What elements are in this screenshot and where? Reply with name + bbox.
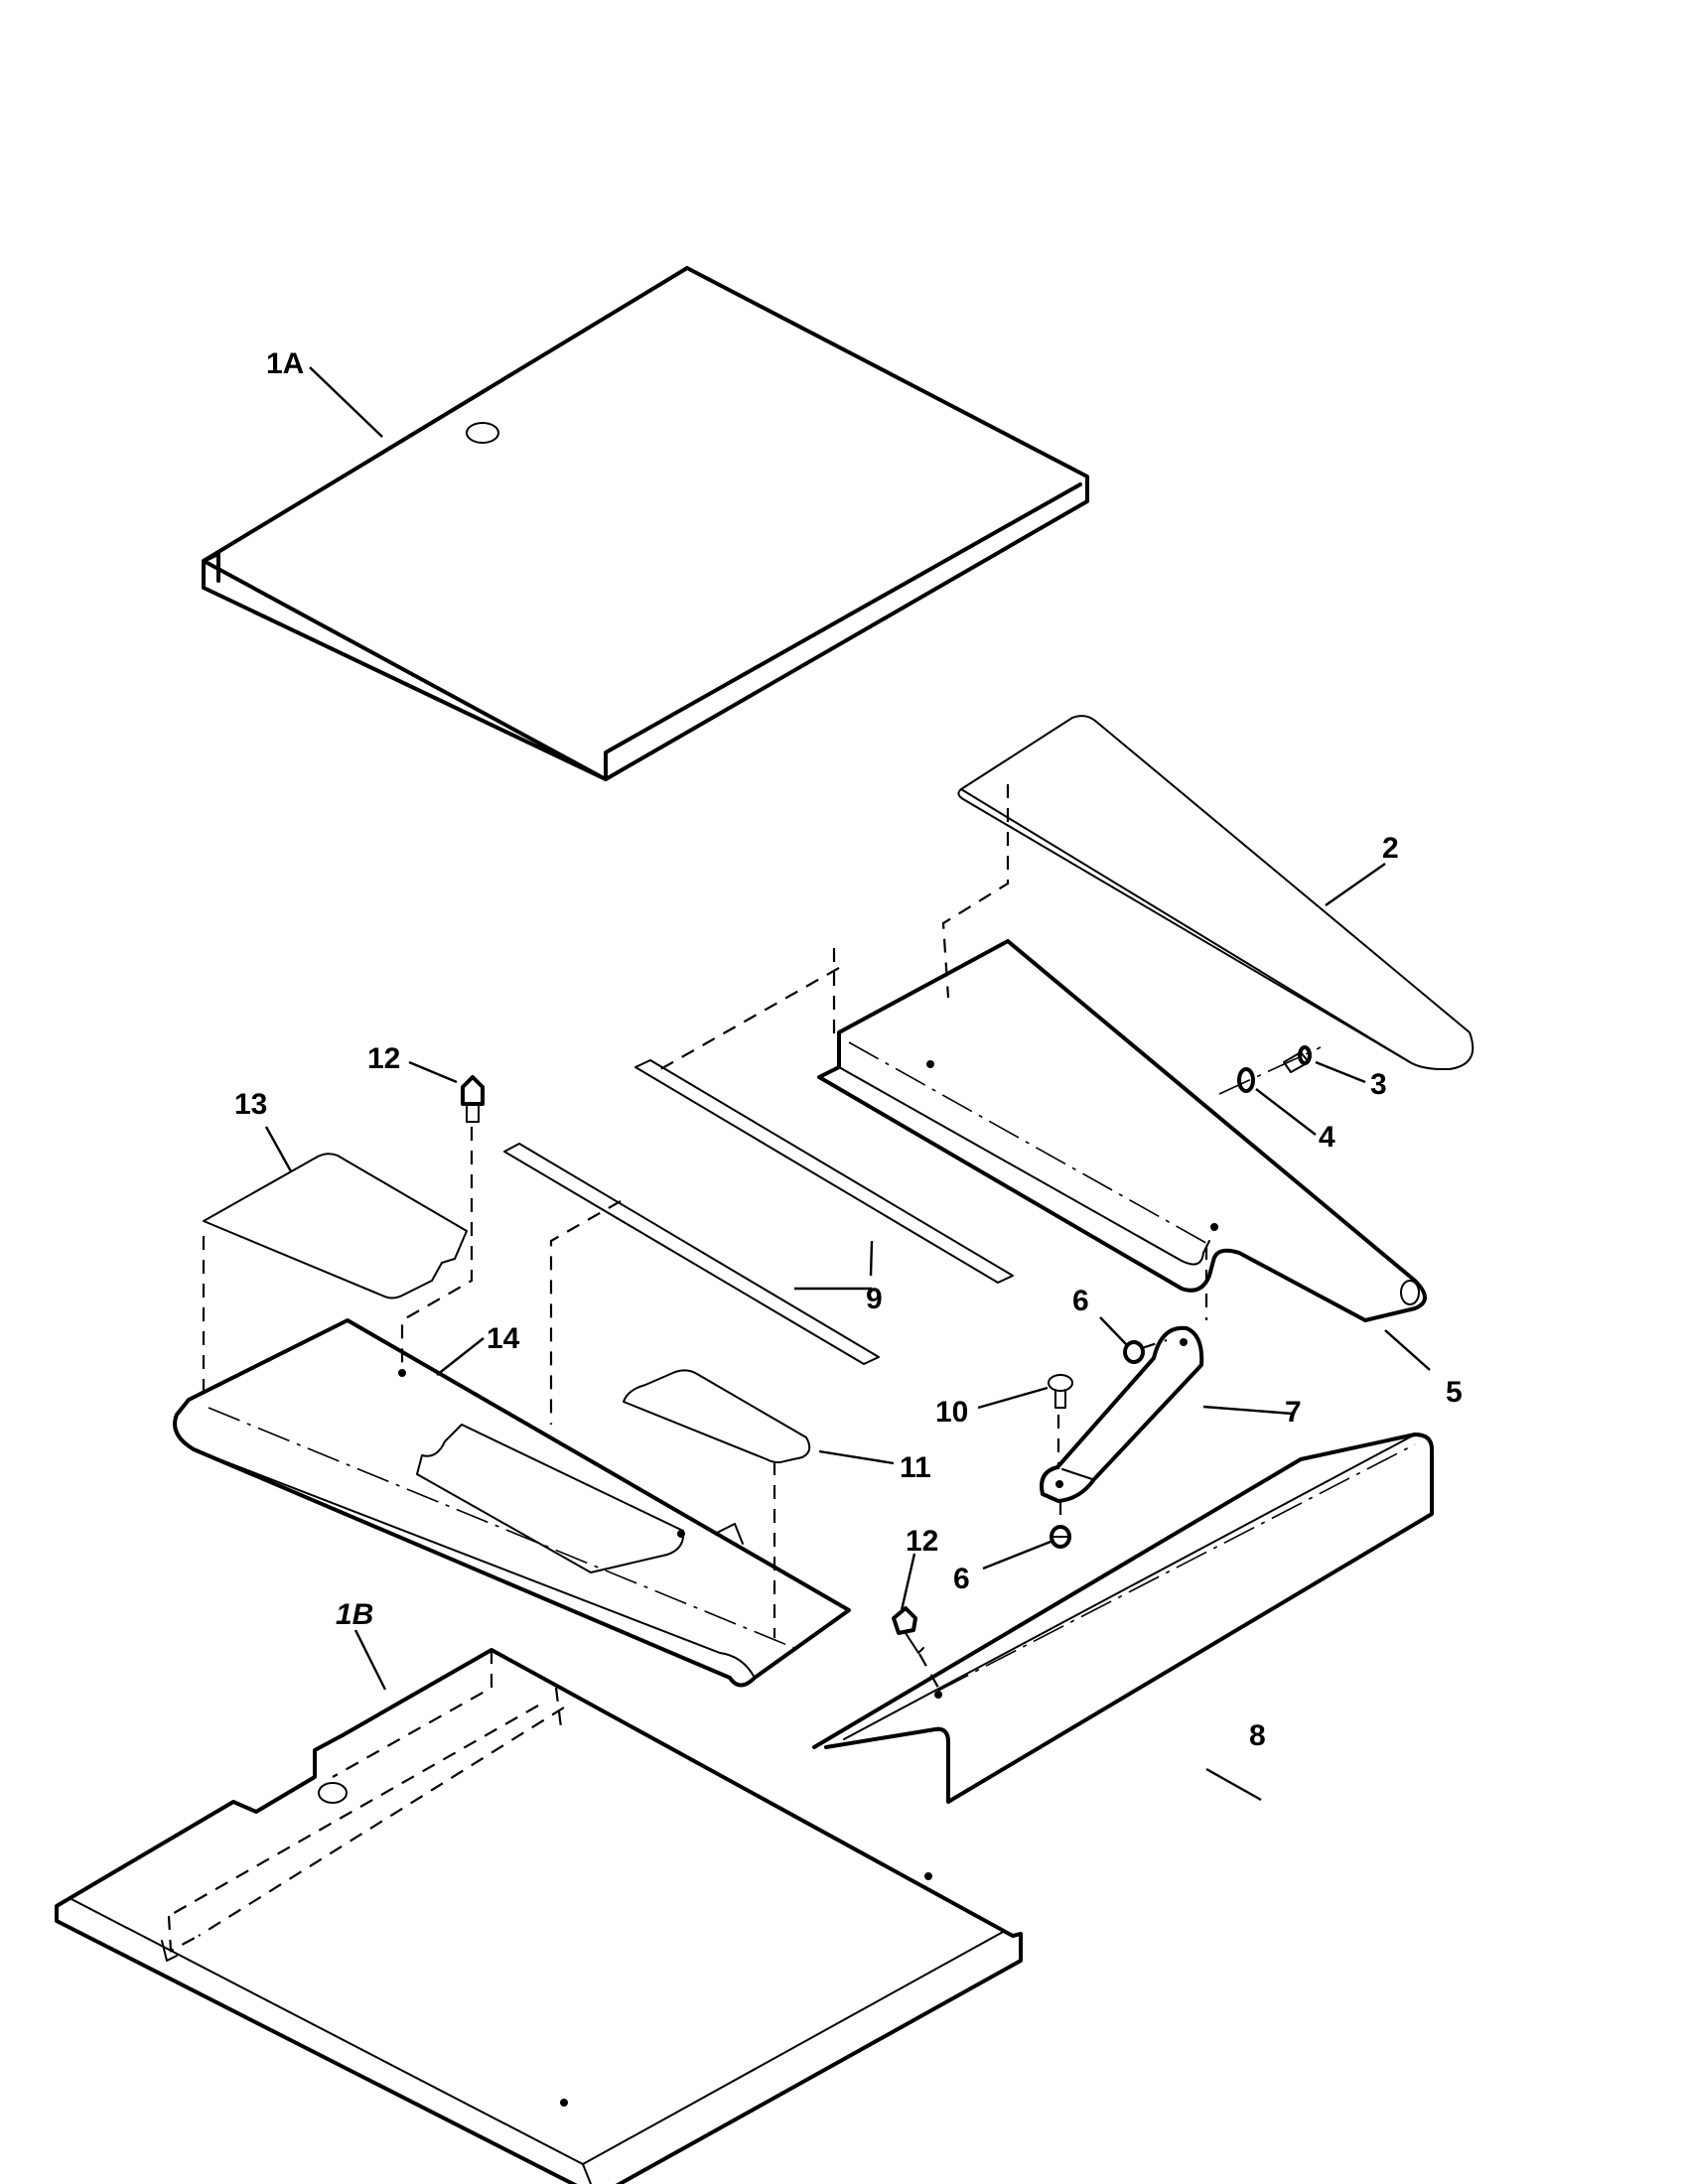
part-9-strips	[503, 1059, 1014, 1365]
part-6-nut-upper	[1123, 1340, 1145, 1364]
callout-1a: 1A	[266, 347, 304, 380]
part-12-screw-lower	[892, 1606, 924, 1654]
part-11-pad	[623, 1369, 811, 1464]
part-10-bolt	[1048, 1374, 1073, 1409]
callout-9: 9	[866, 1283, 883, 1315]
callout-10: 10	[935, 1396, 968, 1429]
callout-2: 2	[1382, 832, 1399, 865]
part-12-screw-upper	[461, 1075, 485, 1123]
callout-4: 4	[1319, 1121, 1335, 1154]
part-3-bolt	[1283, 1045, 1312, 1073]
callout-3: 3	[1370, 1068, 1387, 1101]
part-13-plate	[203, 1153, 468, 1299]
part-4-washer	[1237, 1067, 1255, 1093]
axis-line-3-4	[1218, 1046, 1322, 1095]
part-8-angle	[812, 1433, 1434, 1804]
assembly-lines	[202, 784, 1208, 1689]
callout-6-upper: 6	[1072, 1285, 1089, 1317]
callout-1b: 1B	[336, 1598, 373, 1631]
callout-12-upper: 12	[367, 1042, 400, 1075]
callout-7: 7	[1285, 1396, 1302, 1429]
part-1a-top-cover	[202, 266, 1089, 781]
callout-14: 14	[487, 1322, 520, 1355]
part-14-tray	[173, 1318, 851, 1688]
part-6-nut-lower	[1050, 1525, 1071, 1549]
part-2-gusset	[957, 715, 1474, 1070]
leader-lines	[264, 366, 1431, 1802]
callout-6-lower: 6	[953, 1563, 970, 1595]
callout-13: 13	[234, 1088, 267, 1121]
callout-12-lower: 12	[906, 1525, 938, 1558]
part-5-side-channel	[817, 939, 1427, 1322]
callout-5: 5	[1446, 1376, 1463, 1409]
callout-labels: 1A 1B 2 3 4 5 6 6 7 8 9 10 11 12 12 13 1…	[234, 347, 1463, 1752]
callout-8: 8	[1249, 1719, 1266, 1752]
part-1b-bottom-panel	[55, 1648, 1023, 2184]
callout-11: 11	[900, 1451, 931, 1484]
part-7-bracket	[1040, 1325, 1204, 1503]
